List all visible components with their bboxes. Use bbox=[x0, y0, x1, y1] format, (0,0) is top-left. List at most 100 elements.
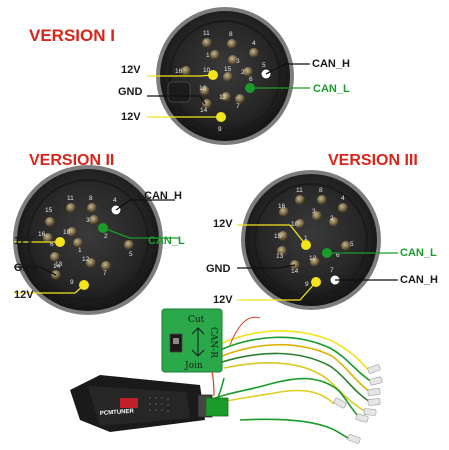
switch-can-r-label: CAN-R bbox=[208, 327, 218, 358]
cable-assembly bbox=[209, 316, 383, 444]
connector-pin: 8 bbox=[227, 31, 237, 49]
connector-pin: 8 bbox=[87, 195, 97, 213]
version-1-title: VERSION I bbox=[29, 26, 115, 45]
version-2-power-top-label: 12V bbox=[14, 235, 34, 247]
pin-number: 8 bbox=[89, 195, 93, 202]
pin-number: 6 bbox=[50, 241, 54, 248]
pin-number: 14 bbox=[291, 268, 299, 275]
pin-number: 9 bbox=[305, 281, 309, 288]
pin-number: 5 bbox=[129, 251, 133, 258]
version-2-pins: 11 8 4 15 3 2 16 10 1 6 13 5 14 12 7 9 bbox=[38, 195, 134, 290]
switch-arrows-icon bbox=[191, 327, 205, 357]
connector-pin: 12 bbox=[309, 255, 320, 267]
connector-pin: 11 bbox=[66, 195, 76, 213]
pin-number: 9 bbox=[70, 279, 74, 286]
connector-pin: 13 bbox=[276, 246, 287, 260]
connector-pin: 15 bbox=[223, 66, 233, 82]
pin-number: 13 bbox=[199, 85, 207, 92]
switch-join-label: Join bbox=[184, 361, 203, 371]
pin-number: 15 bbox=[224, 66, 232, 73]
connector-pin: 7 bbox=[235, 94, 245, 110]
pin-number: 16 bbox=[38, 231, 46, 238]
wire-bundle bbox=[209, 316, 373, 441]
connector-pin: 16 bbox=[175, 66, 191, 76]
pin-number: 6 bbox=[249, 76, 253, 83]
pin-number: 7 bbox=[236, 103, 240, 110]
wire-terminals bbox=[333, 364, 383, 444]
pin-number: 10 bbox=[203, 67, 211, 74]
connector-pin: 13 bbox=[50, 252, 63, 268]
version-1-group: VERSION I 11 8 4 5 1 16 3 2 10 15 13 6 1… bbox=[29, 7, 350, 145]
version-2-group: VERSION II 11 8 4 15 3 2 16 10 1 6 13 5 … bbox=[13, 152, 185, 315]
version-3-ground-label: GND bbox=[206, 263, 231, 275]
pin-number: 1 bbox=[78, 247, 82, 254]
connector-pin: 10 bbox=[63, 227, 77, 237]
pin-number: 4 bbox=[341, 195, 345, 202]
connector-pin: 5 bbox=[124, 240, 134, 258]
connector-pin: 15 bbox=[274, 231, 288, 241]
pin-number: 1 bbox=[304, 235, 308, 242]
connector-pin: 2 bbox=[329, 215, 339, 227]
pin-number: 12 bbox=[219, 94, 227, 101]
version-3-can-h-label: CAN_H bbox=[400, 274, 438, 286]
pin-number: 8 bbox=[229, 31, 233, 38]
pin-number: 1 bbox=[206, 52, 210, 59]
pin-number: 16 bbox=[278, 203, 286, 210]
version-2-leaders bbox=[14, 199, 180, 294]
pin-number: 14 bbox=[53, 263, 61, 270]
pin-number: 15 bbox=[45, 207, 53, 214]
pin-number: 6 bbox=[336, 252, 340, 259]
pin-number: 3 bbox=[236, 58, 240, 65]
version-3-title: VERSION III bbox=[328, 152, 418, 169]
connector-pin: 14 bbox=[200, 99, 212, 114]
pin-number: 13 bbox=[55, 261, 63, 268]
version-3-can-l-label: CAN_L bbox=[400, 247, 437, 259]
connector-pin: 14 bbox=[51, 263, 61, 280]
connector-pin: 10 bbox=[291, 219, 305, 229]
connector-pin: 15 bbox=[45, 207, 55, 227]
pin-number: 5 bbox=[262, 62, 266, 69]
board-lead bbox=[211, 371, 215, 397]
pin-number: 13 bbox=[276, 253, 284, 260]
pin-number: 4 bbox=[113, 197, 117, 204]
pin-number: 5 bbox=[350, 241, 354, 248]
pin-number: 11 bbox=[296, 187, 303, 194]
connector-pin: 4 bbox=[338, 195, 348, 213]
version-1-can-l-label: CAN_L bbox=[313, 83, 350, 95]
connector-pin: 13 bbox=[199, 85, 210, 96]
connector-pin: 11 bbox=[295, 187, 305, 205]
version-1-leaders bbox=[147, 63, 310, 118]
pin-number: 16 bbox=[175, 68, 183, 75]
version-2-title: VERSION II bbox=[29, 152, 114, 169]
connector-pin: 1 bbox=[73, 238, 83, 254]
connector-pin: 3 bbox=[228, 55, 240, 65]
connector-pin: 2 bbox=[241, 67, 253, 77]
pin-number: 2 bbox=[104, 233, 108, 240]
connector-pin: 7 bbox=[101, 261, 111, 277]
pin-number: 7 bbox=[330, 267, 334, 274]
device-logo bbox=[120, 398, 138, 408]
version-1-power-top-label: 12V bbox=[121, 64, 141, 76]
pin-number: 3 bbox=[86, 217, 90, 224]
pin-number: 2 bbox=[330, 215, 334, 222]
switch-cut-label: Cut bbox=[188, 315, 205, 325]
connector-pin: 16 bbox=[38, 231, 53, 243]
device-vents bbox=[149, 397, 169, 412]
pin-number: 4 bbox=[252, 40, 256, 47]
pcmtuner-device: PCMTUNER bbox=[70, 375, 229, 432]
version-3-connector bbox=[241, 170, 381, 310]
version-1-ground-label: GND bbox=[118, 86, 143, 98]
version-2-ground-label: GND bbox=[14, 262, 39, 274]
version-3-power-bottom-label: 12V bbox=[213, 294, 233, 306]
pin-number: 7 bbox=[103, 270, 107, 277]
version-3-leaders bbox=[237, 224, 398, 301]
switch-board: Cut Join CAN-R bbox=[161, 308, 223, 373]
pin-number: 10 bbox=[291, 221, 299, 228]
connector-pin: 12 bbox=[219, 92, 231, 102]
version-3-pins: 11 8 4 16 10 3 2 15 1 6 13 5 14 12 7 9 bbox=[274, 187, 354, 288]
version-1-power-bottom-label: 12V bbox=[121, 111, 141, 123]
pin-number: 9 bbox=[218, 126, 222, 133]
connector-pin: 3 bbox=[312, 208, 322, 221]
pin-number: 2 bbox=[241, 69, 245, 76]
